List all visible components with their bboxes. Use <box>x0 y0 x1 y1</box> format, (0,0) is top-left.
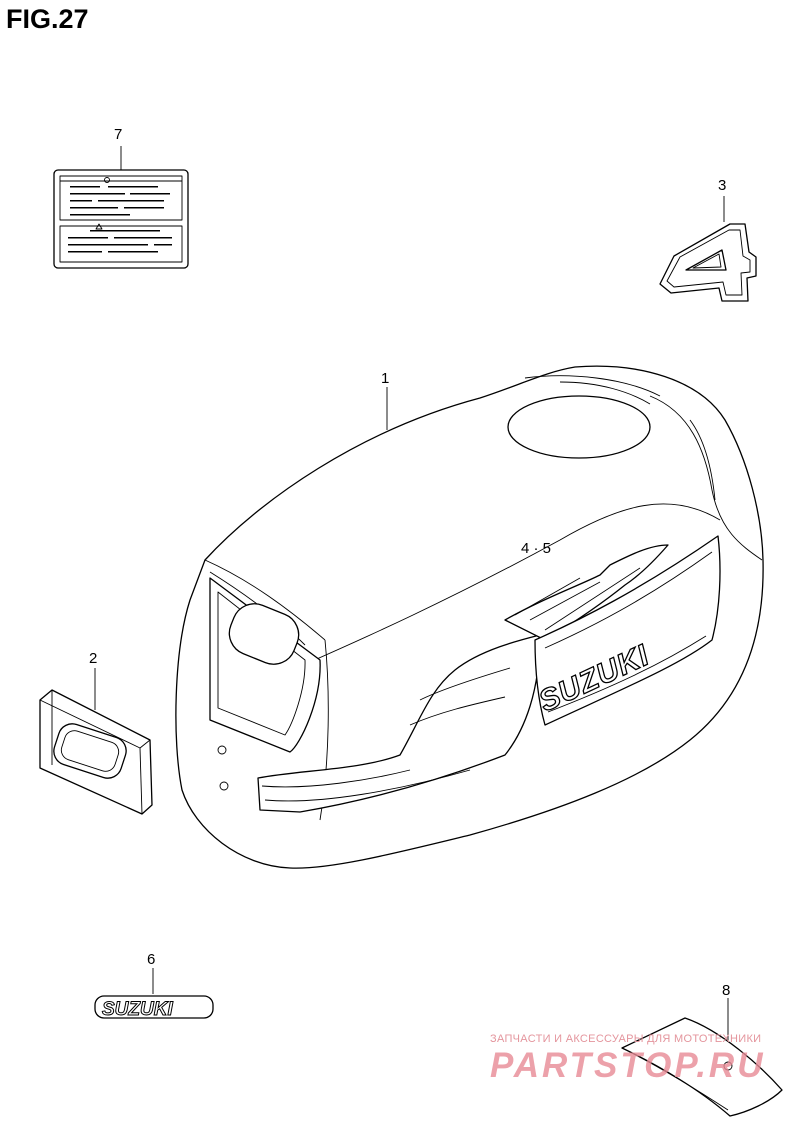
callout-6: 6 <box>147 951 156 968</box>
callout-1: 1 <box>381 370 390 387</box>
part-2-intake-grommet <box>39 668 153 815</box>
callout-4-5: 4 · 5 <box>521 540 552 557</box>
part-6-suzuki-emblem <box>94 968 214 1019</box>
watermark-tagline: ЗАПЧАСТИ И АКСЕССУАРЫ ДЛЯ МОТОТЕХНИКИ <box>490 1033 762 1045</box>
part-7-caution-label <box>53 146 189 269</box>
part-8-pad <box>621 998 783 1117</box>
callout-8: 8 <box>722 982 731 999</box>
part-3-numeral-decal <box>659 196 757 302</box>
watermark-logo: PARTSTOP.RU <box>490 1046 766 1085</box>
part-1-engine-cowling <box>175 365 764 869</box>
emblem-suzuki-text: SUZUKI <box>102 999 173 1020</box>
callout-2: 2 <box>89 650 98 667</box>
callout-3: 3 <box>718 177 727 194</box>
label-text-dots <box>68 186 172 253</box>
figure-title: FIG.27 <box>6 4 89 34</box>
callout-7: 7 <box>114 126 123 143</box>
